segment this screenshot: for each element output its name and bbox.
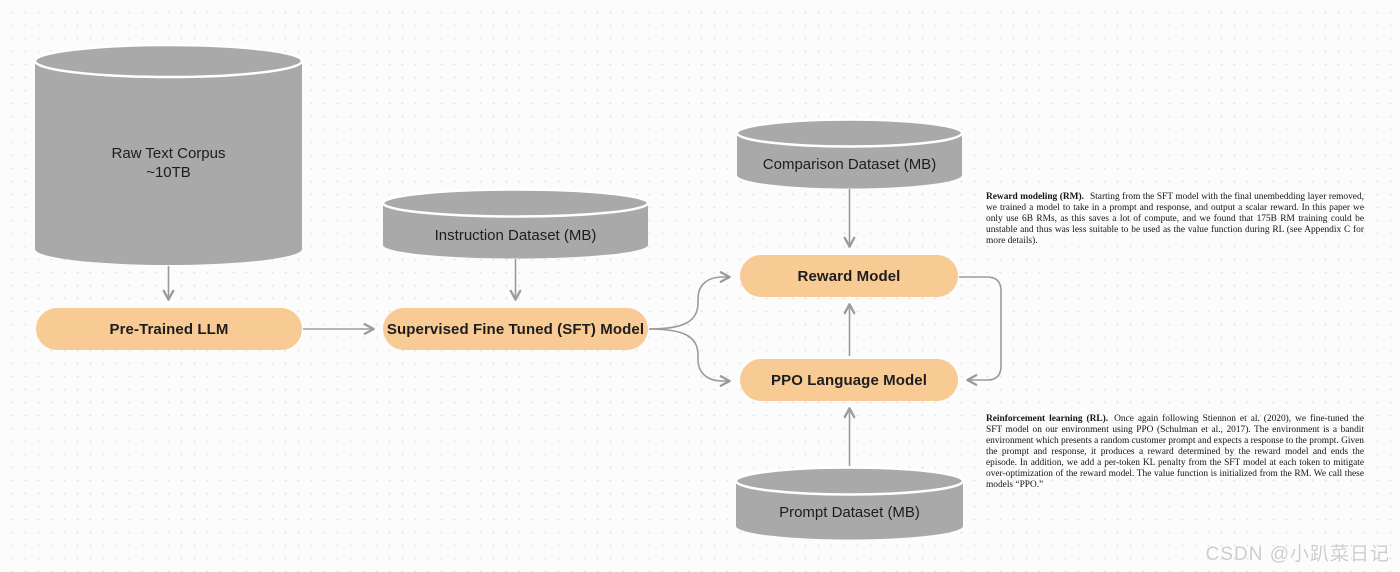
sft-to-ppo-branch-arrow bbox=[648, 328, 731, 387]
reward-modeling-annotation-body: Starting from the SFT model with the fin… bbox=[986, 192, 1364, 247]
raw-text-corpus-label-line1: Raw Text Corpus bbox=[111, 145, 226, 162]
raw-text-corpus-cylinder bbox=[33, 43, 304, 265]
instruction-dataset-label: Instruction Dataset (MB) bbox=[434, 227, 597, 244]
prompt-dataset-cylinder-top bbox=[734, 466, 965, 496]
raw-text-corpus-cylinder-body bbox=[35, 61, 302, 265]
ppo-language-model-node: PPO Language Model bbox=[740, 359, 958, 401]
prompt-dataset-label: Prompt Dataset (MB) bbox=[779, 504, 920, 521]
pretrained-llm-node: Pre-Trained LLM bbox=[36, 308, 302, 350]
raw-text-corpus-label: Raw Text Corpus ~10TB bbox=[35, 144, 302, 182]
raw-text-corpus-cylinder-top bbox=[33, 43, 304, 79]
csdn-watermark: CSDN @小趴菜日记 bbox=[1205, 544, 1390, 565]
sft-to-reward-branch-arrow bbox=[648, 271, 731, 330]
reinforcement-learning-annotation: Reinforcement learning (RL).Once again f… bbox=[986, 414, 1364, 491]
comparison-dataset-label: Comparison Dataset (MB) bbox=[762, 156, 937, 173]
comparison-dataset-cylinder-body bbox=[737, 133, 962, 189]
reward-model-node: Reward Model bbox=[740, 255, 958, 297]
comparison-dataset-cylinder-top bbox=[735, 118, 964, 148]
reward-to-ppo-loop-arrow bbox=[959, 276, 1002, 386]
comparison-dataset-cylinder bbox=[735, 118, 964, 189]
reinforcement-learning-annotation-lead: Reinforcement learning (RL). bbox=[986, 414, 1109, 425]
prompt-dataset-cylinder-body bbox=[736, 481, 963, 540]
sft-model-node: Supervised Fine Tuned (SFT) Model bbox=[383, 308, 648, 350]
raw-text-corpus-label-line2: ~10TB bbox=[146, 164, 191, 181]
reward-modeling-annotation-lead: Reward modeling (RM). bbox=[986, 192, 1084, 203]
instruction-dataset-cylinder-body bbox=[383, 203, 648, 259]
reinforcement-learning-annotation-body: Once again following Stiennon et al. (20… bbox=[986, 414, 1365, 491]
prompt-dataset-cylinder bbox=[734, 466, 965, 540]
instruction-dataset-cylinder-top bbox=[381, 188, 650, 218]
reward-modeling-annotation: Reward modeling (RM).Starting from the S… bbox=[986, 192, 1364, 247]
instruction-dataset-cylinder bbox=[381, 188, 650, 259]
